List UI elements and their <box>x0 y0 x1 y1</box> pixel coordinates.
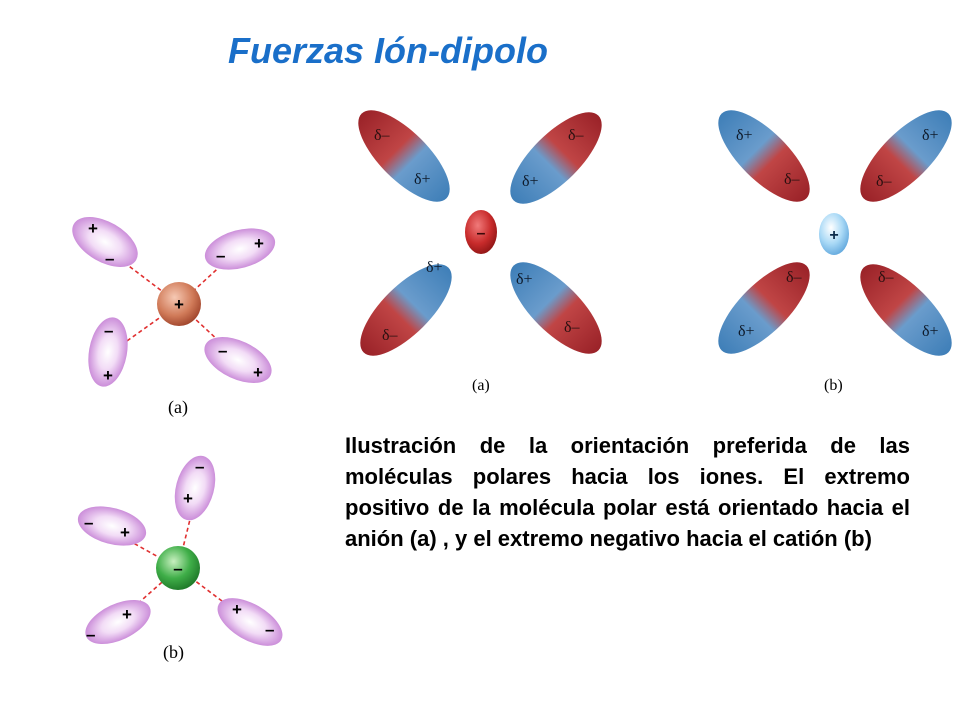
inner-label: δ– <box>786 269 803 286</box>
ion-charge: – <box>173 559 182 578</box>
dipole-molecule: – + <box>174 455 216 521</box>
outer-label: δ– <box>564 319 581 336</box>
inner-label: δ+ <box>426 259 443 276</box>
inner-sign: + <box>120 523 130 542</box>
right-figure: δ– δ+ δ– δ+ δ+ δ– δ+ δ– – (a) δ+ δ– δ+ δ… <box>358 110 952 394</box>
inner-label: δ– <box>784 171 801 188</box>
inner-sign: – <box>218 341 227 360</box>
left-figure-b: – + – + – + + – – (b) <box>77 455 283 663</box>
panel-label-a: (a) <box>168 397 188 418</box>
outer-sign: + <box>103 366 113 385</box>
dipole-molecule: – + <box>204 337 272 383</box>
inner-sign: – <box>105 249 114 268</box>
inner-label: δ– <box>876 173 893 190</box>
outer-sign: – <box>265 620 274 639</box>
dipole-molecule: – + <box>85 599 151 645</box>
right-panel-b: δ+ δ– δ+ δ– δ– δ+ δ– δ+ + (b) <box>718 110 952 394</box>
outer-label: δ– <box>382 327 399 344</box>
dipole-molecule: + – <box>204 228 276 270</box>
inner-label: δ– <box>878 269 895 286</box>
outer-label: δ+ <box>922 323 939 340</box>
panel-label-b: (b) <box>163 642 184 663</box>
panel-label-b: (b) <box>824 377 843 394</box>
inner-sign: – <box>216 246 225 265</box>
dipole-molecule: + – <box>217 598 283 646</box>
inner-sign: + <box>183 489 193 508</box>
anion: – <box>465 210 497 254</box>
dipole-molecule: – + <box>88 317 128 387</box>
right-panel-a: δ– δ+ δ– δ+ δ+ δ– δ+ δ– – (a) <box>358 110 602 394</box>
outer-label: δ– <box>568 127 585 144</box>
dipole-molecule <box>718 262 810 354</box>
dipole-molecule: – + <box>77 506 147 546</box>
outer-sign: + <box>254 234 264 253</box>
cation: + <box>157 282 201 326</box>
outer-label: δ– <box>374 127 391 144</box>
slide-title: Fuerzas Ión-dipolo <box>228 30 548 71</box>
outer-sign: – <box>86 625 95 644</box>
ion-charge: + <box>174 295 184 314</box>
dipole-molecule: + – <box>72 217 138 268</box>
ion-charge: – <box>477 225 486 242</box>
anion: – <box>156 546 200 590</box>
dipole-molecule <box>860 264 952 356</box>
ion-charge: + <box>829 227 838 244</box>
outer-sign: – <box>84 513 93 532</box>
panel-label-a: (a) <box>472 377 490 394</box>
dipole-molecule <box>510 262 602 354</box>
inner-label: δ+ <box>414 171 431 188</box>
outer-label: δ+ <box>736 127 753 144</box>
outer-sign: + <box>253 363 263 382</box>
outer-sign: + <box>88 219 98 238</box>
cation: + <box>819 213 849 255</box>
caption-text: Ilustración de la orientación preferida … <box>345 433 910 551</box>
inner-label: δ+ <box>516 271 533 288</box>
dipole-molecule <box>360 264 452 356</box>
dipole-molecule <box>718 110 810 202</box>
outer-sign: – <box>195 457 204 476</box>
inner-sign: + <box>122 605 132 624</box>
outer-label: δ+ <box>738 323 755 340</box>
left-figure-a: + – + – – + – + + (a) <box>72 217 276 418</box>
dipole-molecule <box>860 110 952 202</box>
outer-label: δ+ <box>922 127 939 144</box>
dipole-molecule <box>358 110 450 202</box>
dipole-molecule <box>510 112 602 204</box>
inner-label: δ+ <box>522 173 539 190</box>
inner-sign: – <box>104 321 113 340</box>
inner-sign: + <box>232 600 242 619</box>
